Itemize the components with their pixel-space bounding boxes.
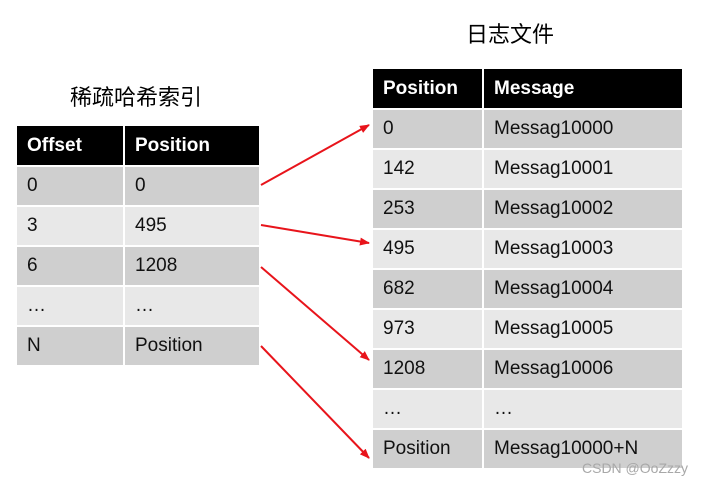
position-cell: 253 [373,188,484,229]
message-header: Message [483,69,682,109]
position-cell: 682 [373,268,484,309]
message-cell: Messag10006 [483,348,682,389]
position-cell: 142 [373,148,484,189]
position-cell: … [373,388,484,429]
arrow-offset-6 [260,266,370,361]
position-cell: 0 [373,108,484,149]
message-cell: Messag10000 [483,108,682,149]
position-cell: 1208 [124,245,259,286]
offset-header: Offset [17,126,125,166]
position-header: Position [124,126,259,166]
position-cell: 0 [124,165,259,206]
message-cell: … [483,388,682,429]
arrow-offset-3 [260,224,370,246]
offset-cell: 0 [17,165,125,206]
table-header-row: Offset Position [17,126,259,166]
offset-cell: 6 [17,245,125,286]
position-cell: Position [373,428,484,468]
message-cell: Messag10000+N [483,428,682,468]
table-header-row: Position Message [373,69,682,109]
sparse-index-title: 稀疏哈希索引 [70,86,203,111]
position-header: Position [373,69,484,109]
arrow-offset-0 [260,124,370,186]
offset-cell: 3 [17,205,125,246]
arrow-offset-n [260,345,370,459]
message-cell: Messag10005 [483,308,682,349]
offset-cell: … [17,285,125,326]
message-cell: Messag10001 [483,148,682,189]
table-row: …… [373,388,682,429]
message-cell: Messag10003 [483,228,682,269]
message-cell: Messag10002 [483,188,682,229]
table-row: …… [17,285,259,326]
position-cell: 973 [373,308,484,349]
log-file-title: 日志文件 [466,23,555,48]
message-cell: Messag10004 [483,268,682,309]
position-cell: 495 [373,228,484,269]
watermark: CSDN @OoZzzy [582,460,688,476]
position-cell: Position [124,325,259,365]
offset-cell: N [17,325,125,365]
position-cell: 1208 [373,348,484,389]
position-cell: 495 [124,205,259,246]
position-cell: … [124,285,259,326]
